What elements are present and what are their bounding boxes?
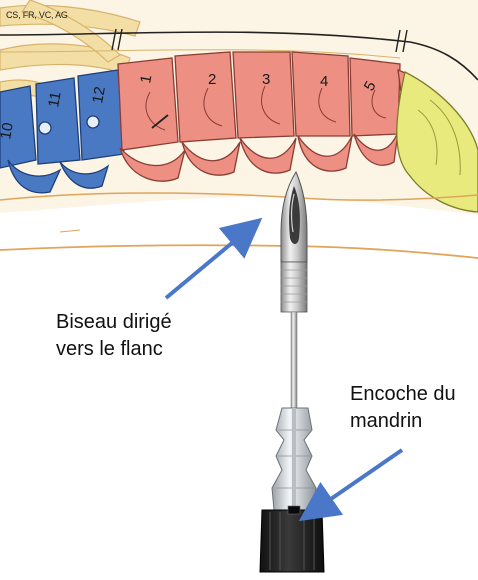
vertebra-number-10: 10 (0, 121, 17, 140)
notch-arrow (312, 450, 402, 512)
bevel-callout-line-1: Biseau dirigé (56, 309, 172, 336)
vertebra-number-3: 3 (262, 71, 270, 88)
vertebra-number-12: 12 (89, 85, 109, 104)
bevel-arrow (166, 228, 250, 298)
notch-callout-line-2: mandrin (350, 408, 456, 435)
vertebra-number-4: 4 (320, 73, 328, 90)
notch-callout-line-1: Encoche du (350, 381, 456, 408)
vertebra-number-2: 2 (208, 71, 216, 88)
bevel-callout-label: Biseau dirigé vers le flanc (56, 309, 172, 363)
vertebra-number-11: 11 (45, 90, 64, 108)
author-credit: CS, FR, VC, AG (6, 10, 68, 20)
anatomy-drawing (0, 0, 478, 258)
notch-callout-label: Encoche du mandrin (350, 381, 456, 435)
bevel-callout-line-2: vers le flanc (56, 336, 172, 363)
